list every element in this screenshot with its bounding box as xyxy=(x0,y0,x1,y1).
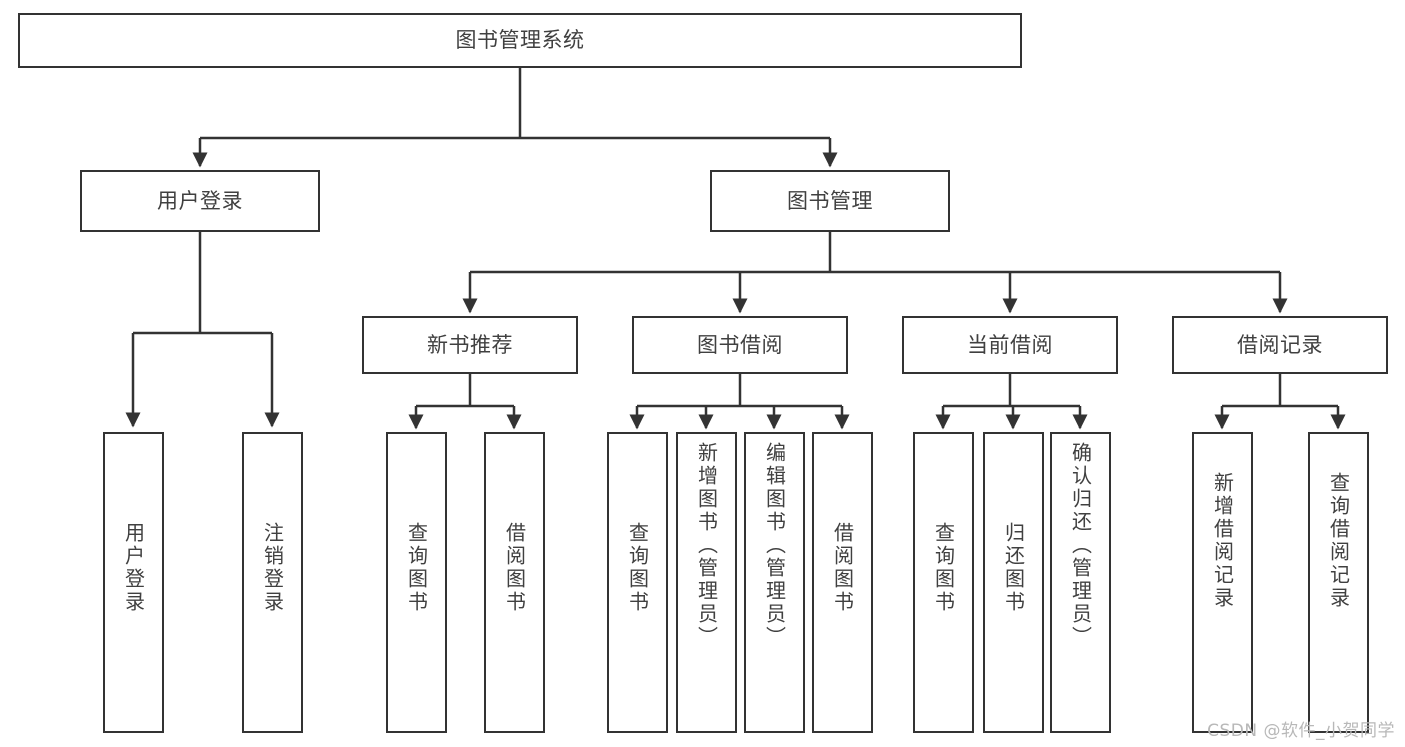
node-leaf-add-book-label: 新增图书（管理员） xyxy=(694,442,719,649)
node-book-manage-label: 图书管理 xyxy=(787,188,873,213)
node-leaf-logout-login-label: 注销登录 xyxy=(260,522,285,614)
node-leaf-edit-book-label: 编辑图书（管理员） xyxy=(762,442,787,649)
node-leaf-add-book[interactable]: 新增图书（管理员） xyxy=(676,432,737,733)
node-leaf-confirm-return-label: 确认归还（管理员） xyxy=(1068,442,1093,649)
node-leaf-user-login[interactable]: 用户登录 xyxy=(103,432,164,733)
node-user-login[interactable]: 用户登录 xyxy=(80,170,320,232)
node-leaf-borrow-book-2[interactable]: 借阅图书 xyxy=(812,432,873,733)
node-leaf-confirm-return[interactable]: 确认归还（管理员） xyxy=(1050,432,1111,733)
node-user-login-label: 用户登录 xyxy=(157,188,243,213)
node-leaf-user-login-label: 用户登录 xyxy=(121,522,146,614)
node-leaf-query-book-1[interactable]: 查询图书 xyxy=(386,432,447,733)
node-leaf-borrow-book-1-label: 借阅图书 xyxy=(502,522,527,614)
node-leaf-return-book-label: 归还图书 xyxy=(1001,522,1026,614)
node-leaf-borrow-book-1[interactable]: 借阅图书 xyxy=(484,432,545,733)
node-leaf-query-book-3[interactable]: 查询图书 xyxy=(913,432,974,733)
node-root[interactable]: 图书管理系统 xyxy=(18,13,1022,68)
node-borrow-record-label: 借阅记录 xyxy=(1237,332,1323,357)
node-leaf-query-book-1-label: 查询图书 xyxy=(404,522,429,614)
node-new-book-recommend-label: 新书推荐 xyxy=(427,332,513,357)
node-leaf-query-record-label: 查询借阅记录 xyxy=(1326,472,1351,610)
node-leaf-logout-login[interactable]: 注销登录 xyxy=(242,432,303,733)
node-current-borrow[interactable]: 当前借阅 xyxy=(902,316,1118,374)
node-leaf-query-record[interactable]: 查询借阅记录 xyxy=(1308,432,1369,733)
node-book-borrow-label: 图书借阅 xyxy=(697,332,783,357)
node-leaf-add-record[interactable]: 新增借阅记录 xyxy=(1192,432,1253,733)
node-current-borrow-label: 当前借阅 xyxy=(967,332,1053,357)
node-leaf-query-book-2-label: 查询图书 xyxy=(625,522,650,614)
node-book-borrow[interactable]: 图书借阅 xyxy=(632,316,848,374)
node-leaf-query-book-3-label: 查询图书 xyxy=(931,522,956,614)
node-leaf-query-book-2[interactable]: 查询图书 xyxy=(607,432,668,733)
node-borrow-record[interactable]: 借阅记录 xyxy=(1172,316,1388,374)
node-leaf-return-book[interactable]: 归还图书 xyxy=(983,432,1044,733)
node-leaf-edit-book[interactable]: 编辑图书（管理员） xyxy=(744,432,805,733)
node-leaf-add-record-label: 新增借阅记录 xyxy=(1210,472,1235,610)
node-book-manage[interactable]: 图书管理 xyxy=(710,170,950,232)
csdn-watermark: CSDN @软件_小贺同学 xyxy=(1207,721,1395,741)
node-leaf-borrow-book-2-label: 借阅图书 xyxy=(830,522,855,614)
node-new-book-recommend[interactable]: 新书推荐 xyxy=(362,316,578,374)
node-root-label: 图书管理系统 xyxy=(455,28,585,53)
